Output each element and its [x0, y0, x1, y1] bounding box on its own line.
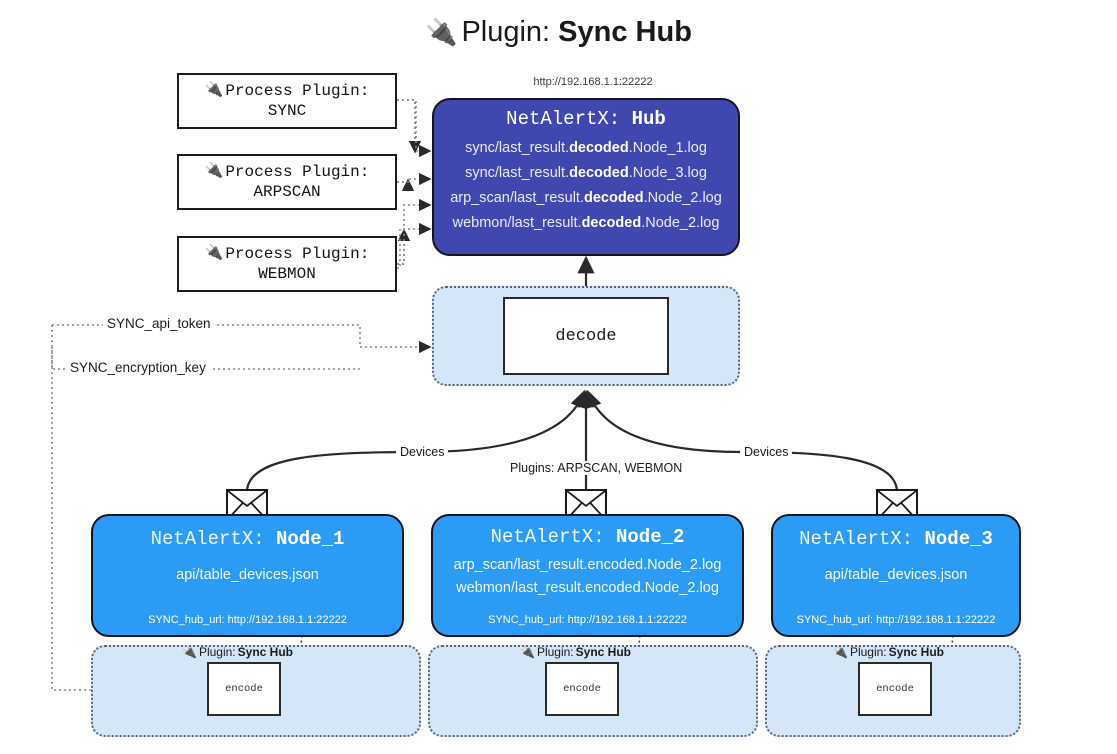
node-line: arp_scan/last_result.encoded.Node_2.log — [453, 557, 722, 573]
hub-line-em: decoded — [569, 140, 629, 156]
node-line: webmon/last_result.encoded.Node_2.log — [456, 580, 719, 597]
edge-label-plugins: Plugins: ARPSCAN, WEBMON — [506, 461, 687, 475]
process-plugin-sync[interactable]: 🔌 Process Plugin: SYNC — [177, 73, 397, 129]
process-plugin-webmon[interactable]: 🔌 Process Plugin: WEBMON — [177, 236, 397, 292]
node-3[interactable]: NetAlertX: Node_3 api/table_devices.json… — [771, 514, 1021, 637]
node-title-name: Node_2 — [616, 526, 685, 548]
hub-line-pre: sync/last_result. — [465, 164, 570, 181]
edge-label-devices-left: Devices — [396, 445, 449, 459]
hub-line-pre: arp_scan/last_result. — [450, 189, 584, 206]
plug-icon: 🔌 — [204, 244, 224, 262]
edge-label-devices-right: Devices — [740, 445, 793, 459]
node-title-prefix: NetAlertX: — [490, 526, 616, 548]
hub-line-pre: sync/last_result. — [465, 140, 570, 156]
hub-title-name: Hub — [631, 108, 666, 130]
hub-title: NetAlertX: Hub — [434, 108, 738, 130]
plug-icon: 🔌 — [204, 81, 224, 99]
plug-icon: 🔌 — [182, 645, 197, 659]
node-title-prefix: NetAlertX: — [150, 528, 276, 550]
hub-url-label: http://192.168.1.1:22222 — [533, 76, 653, 88]
process-plugin-name: SYNC — [267, 102, 307, 120]
node-1[interactable]: NetAlertX: Node_1 api/table_devices.json… — [91, 514, 404, 637]
encode-box-2[interactable]: encode — [545, 662, 619, 716]
node-footer: SYNC_hub_url: http://192.168.1.1:22222 — [796, 614, 996, 626]
encode-caption-prefix: Plugin: — [849, 645, 887, 659]
node-footer: SYNC_hub_url: http://192.168.1.1:22222 — [148, 614, 347, 626]
hub-line-em: decoded — [581, 214, 642, 231]
node-title: NetAlertX: Node_2 — [433, 526, 742, 548]
sync-api-token-label: SYNC_api_token — [103, 316, 215, 331]
page-title-prefix: Plugin: — [461, 16, 559, 48]
node-title-prefix: NetAlertX: — [799, 528, 925, 550]
hub-line-em: decoded — [569, 164, 629, 181]
process-plugin-label: Process Plugin: — [225, 245, 370, 263]
process-plugin-arpscan[interactable]: 🔌 Process Plugin: ARPSCAN — [177, 154, 397, 210]
hub-title-prefix: NetAlertX: — [506, 108, 632, 130]
encode-caption-name: Sync Hub — [237, 645, 293, 659]
node-2[interactable]: NetAlertX: Node_2 arp_scan/last_result.e… — [431, 514, 744, 637]
plug-icon: 🔌 — [520, 645, 535, 659]
encode-box-1[interactable]: encode — [207, 662, 281, 716]
encode-caption-2: 🔌Plugin: Sync Hub — [520, 645, 631, 659]
process-plugin-name: WEBMON — [258, 265, 316, 283]
node-title-name: Node_1 — [276, 528, 345, 550]
decode-box[interactable]: decode — [503, 297, 669, 375]
process-plugin-label: Process Plugin: — [225, 82, 370, 100]
hub-log-line: arp_scan/last_result.decoded.Node_2.log — [434, 186, 738, 211]
node-footer: SYNC_hub_url: http://192.168.1.1:22222 — [488, 614, 687, 626]
encode-container-1 — [91, 645, 421, 737]
hub-line-post: .Node_3.log — [628, 164, 707, 181]
page-title: 🔌Plugin: Sync Hub — [0, 16, 1117, 49]
plug-icon: 🔌 — [204, 162, 224, 180]
encode-caption-3: 🔌Plugin: Sync Hub — [833, 645, 944, 659]
hub-log-line: sync/last_result.decoded.Node_1.log — [434, 136, 738, 161]
encode-box-3[interactable]: encode — [858, 662, 932, 716]
hub-log-line: webmon/last_result.decoded.Node_2.log — [434, 211, 738, 236]
process-plugin-label: Process Plugin: — [225, 163, 370, 181]
node-line: api/table_devices.json — [824, 567, 968, 583]
plug-icon: 🔌 — [425, 17, 458, 47]
encode-caption-prefix: Plugin: — [198, 645, 236, 659]
page-title-name: Sync Hub — [558, 16, 692, 48]
sync-encryption-key-label: SYNC_encryption_key — [66, 360, 210, 375]
node-title-name: Node_3 — [924, 528, 993, 550]
node-title: NetAlertX: Node_1 — [93, 528, 402, 550]
encode-caption-1: 🔌Plugin: Sync Hub — [182, 645, 293, 659]
hub-node[interactable]: NetAlertX: Hub sync/last_result.decoded.… — [432, 98, 740, 256]
hub-line-post: .Node_2.log — [641, 214, 720, 231]
encode-caption-name: Sync Hub — [888, 645, 944, 659]
encode-caption-prefix: Plugin: — [536, 645, 574, 659]
hub-log-line: sync/last_result.decoded.Node_3.log — [434, 161, 738, 186]
hub-line-post: .Node_1.log — [628, 140, 707, 156]
node-line: api/table_devices.json — [176, 567, 319, 583]
hub-line-post: .Node_2.log — [643, 189, 722, 206]
process-plugin-name: ARPSCAN — [253, 183, 321, 201]
hub-line-em: decoded — [583, 189, 644, 206]
encode-caption-name: Sync Hub — [575, 645, 631, 659]
node-title: NetAlertX: Node_3 — [773, 528, 1019, 550]
hub-line-pre: webmon/last_result. — [452, 214, 582, 231]
plug-icon: 🔌 — [833, 645, 848, 659]
